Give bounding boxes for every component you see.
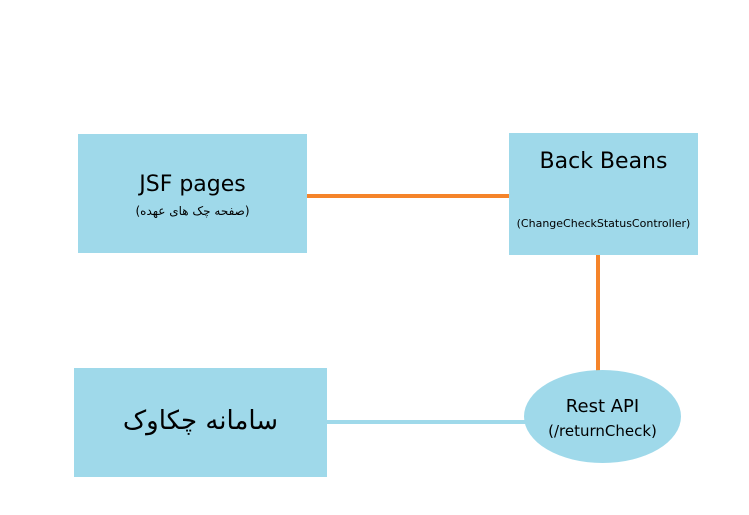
jsf-pages-title: JSF pages — [139, 172, 246, 197]
rest-api-node: Rest API (/returnCheck) — [524, 370, 681, 463]
back-beans-subtitle: (ChangeCheckStatusController) — [516, 217, 691, 230]
jsf-pages-subtitle: (صفحه چک های عهده) — [135, 204, 250, 218]
rest-api-title: Rest API — [565, 396, 640, 417]
chakavak-node: سامانه چکاوک — [74, 368, 327, 477]
jsf-pages-node: JSF pages (صفحه چک های عهده) — [78, 134, 307, 253]
chakavak-title: سامانه چکاوک — [122, 406, 279, 436]
rest-api-subtitle: (/returnCheck) — [548, 422, 657, 440]
back-beans-node: Back Beans (ChangeCheckStatusController) — [509, 133, 698, 255]
back-beans-title: Back Beans — [539, 149, 668, 174]
